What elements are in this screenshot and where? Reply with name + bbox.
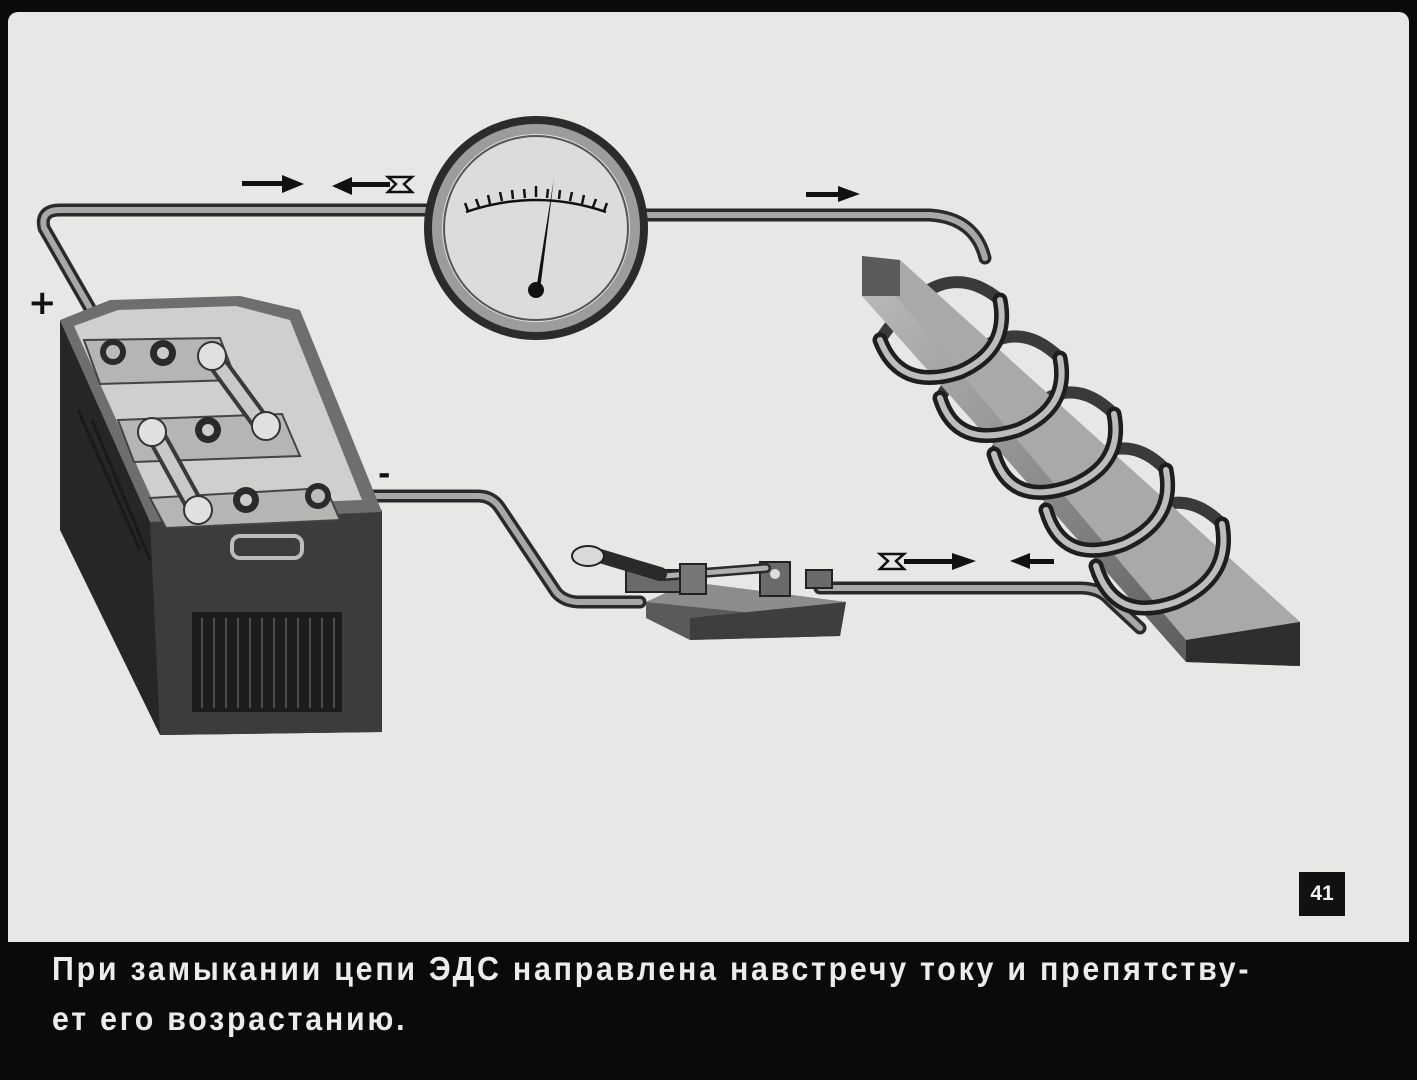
battery-straps: [137, 341, 281, 525]
negative-sign: -: [378, 457, 390, 492]
slide-number: 41: [1299, 872, 1345, 916]
galvanometer-pivot: [528, 282, 544, 298]
coil-on-iron-core: [862, 256, 1300, 666]
galvanometer-scale: [463, 186, 609, 214]
caption-line-2: ет его возрастанию.: [52, 1000, 408, 1037]
arrow-current-right-top-left: [242, 175, 304, 193]
battery-terminals: [100, 339, 331, 513]
arrow-emf-right-bottom: [876, 552, 976, 571]
galvanometer: [424, 116, 648, 340]
positive-sign: +: [28, 283, 57, 323]
caption-line-1: При замыкании цепи ЭДС направлена навстр…: [52, 950, 1252, 987]
wire-top: [36, 203, 992, 359]
arrow-current-right-top-right: [806, 186, 860, 202]
arrow-current-left-bottom: [1010, 553, 1054, 569]
galvanometer-needle: [536, 178, 554, 290]
battery: [60, 296, 382, 735]
switch-handle: [571, 545, 605, 567]
arrow-emf-left-top: [332, 175, 416, 195]
slide-caption: При замыкании цепи ЭДС направлена навстр…: [52, 944, 1266, 1064]
knife-switch: [571, 545, 846, 640]
